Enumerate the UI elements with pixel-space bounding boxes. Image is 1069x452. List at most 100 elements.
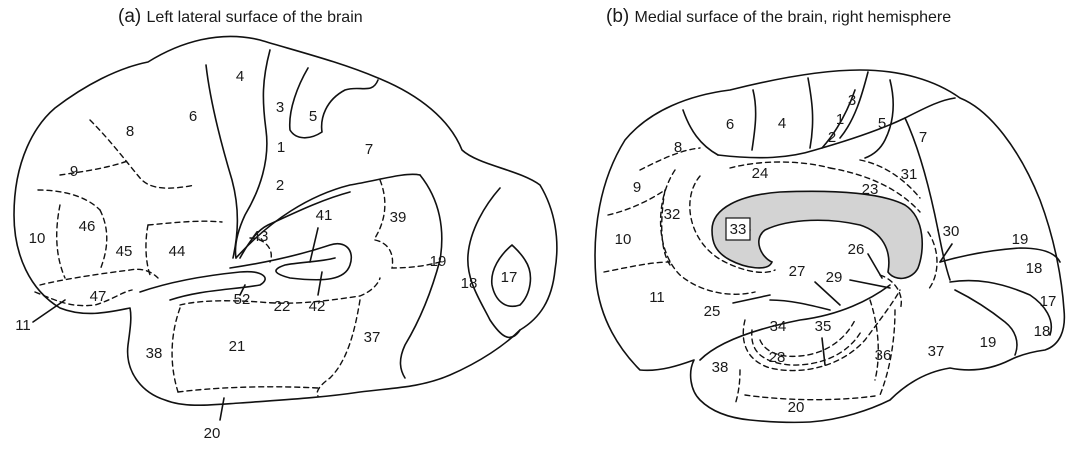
med-area-4: 4 [778,115,786,132]
lat-area-5: 5 [309,108,317,125]
dash-11 [35,290,132,306]
temporal-inner [770,300,830,310]
area4-bottom [240,192,350,258]
medial-brain-outline [595,70,1064,422]
med-area-33: 33 [730,221,747,238]
med-dash-8-9 [640,148,700,170]
med-dash-9-32 [662,190,670,265]
med-area-36: 36 [875,347,892,364]
lat-area-18: 18 [461,275,478,292]
lat-area-19: 19 [430,253,447,270]
med-area-1: 1 [836,111,844,128]
med-area-25: 25 [704,303,721,320]
med-leader-26 [868,254,882,278]
lat-area-44: 44 [169,243,186,260]
lat-area-8: 8 [126,123,134,140]
boundary-4-6 [752,90,756,150]
lateral-brain-drawing: 4 6 8 3 5 1 7 2 9 46 10 45 44 43 41 39 1… [14,36,557,442]
lat-area-37: 37 [364,329,381,346]
lat-area-17: 17 [501,269,518,286]
med-area-24: 24 [752,165,769,182]
med-dash-36 [870,300,878,380]
postcentral-sulcus [290,68,378,138]
leader-41 [310,228,318,262]
med-area-37: 37 [928,343,945,360]
lat-area-45: 45 [116,243,133,260]
med-area-3: 3 [848,92,856,109]
lat-area-42: 42 [309,298,326,315]
med-dash-10-11 [604,262,670,272]
dash-46-45 [57,205,65,278]
lat-area-47: 47 [90,288,107,305]
leader-11 [33,300,65,322]
med-leader-25 [733,295,770,303]
dash-21 [172,308,180,392]
med-area-27: 27 [789,263,806,280]
med-leader-29 [850,280,890,288]
med-area-18-lower: 18 [1034,323,1051,340]
lat-area-2: 2 [276,177,284,194]
lat-area-43: 43 [252,228,269,245]
dash-20 [178,387,318,392]
lat-area-46: 46 [79,218,96,235]
med-area-20: 20 [788,399,805,416]
precentral-sulcus [206,65,237,258]
lat-area-22: 22 [274,298,291,315]
dash-44b [146,225,150,275]
lat-area-10: 10 [29,230,46,247]
med-area-17: 17 [1040,293,1057,310]
med-area-30: 30 [943,223,960,240]
med-area-34: 34 [770,318,787,335]
med-dash-24-inner [730,162,830,168]
area18-boundary [468,188,520,337]
med-area-31: 31 [901,166,918,183]
dash-44 [148,221,222,225]
boundary-4-3 [808,78,813,148]
med-area-5: 5 [878,115,886,132]
area19-boundary [400,175,441,378]
med-area-23: 23 [862,181,879,198]
leader-42 [318,272,322,295]
lat-area-9: 9 [70,163,78,180]
med-area-32: 32 [664,206,681,223]
lat-area-21: 21 [229,338,246,355]
lateral-brain-outline [14,36,557,405]
lat-area-41: 41 [316,207,333,224]
med-dash-30 [928,232,937,290]
lat-area-7: 7 [365,141,373,158]
med-area-7: 7 [919,129,927,146]
lat-area-38: 38 [146,345,163,362]
med-area-18-upper: 18 [1026,260,1043,277]
med-area-11: 11 [649,289,665,306]
lat-area-11: 11 [15,317,31,334]
med-dash-20 [745,395,875,400]
med-area-9: 9 [633,179,641,196]
lat-area-1: 1 [277,139,285,156]
dash-39 [375,180,385,238]
lat-area-20: 20 [204,425,221,442]
med-area-35: 35 [815,318,832,335]
med-area-8: 8 [674,139,682,156]
leader-20 [220,398,224,420]
med-area-38: 38 [712,359,729,376]
med-area-10: 10 [615,231,632,248]
medial-brain-drawing: 3 1 4 6 2 5 7 8 31 24 23 9 32 33 30 19 1… [595,70,1064,422]
med-area-19-lower: 19 [980,334,997,351]
lat-area-4: 4 [236,68,244,85]
med-area-26: 26 [848,241,865,258]
med-area-28: 28 [769,349,786,366]
med-area-6: 6 [726,116,734,133]
dash-45-44 [100,210,107,270]
lat-area-52: 52 [234,291,251,308]
sylvian-fissure [230,244,351,280]
dash-6-8 [90,120,195,188]
dash-9-46 [38,190,100,210]
lat-area-3: 3 [276,99,284,116]
lat-area-39: 39 [390,209,407,226]
med-area-2: 2 [828,129,836,146]
dash-47 [40,269,158,285]
lat-area-6: 6 [189,108,197,125]
med-area-29: 29 [826,269,843,286]
temporal-medial-upper [700,285,890,360]
